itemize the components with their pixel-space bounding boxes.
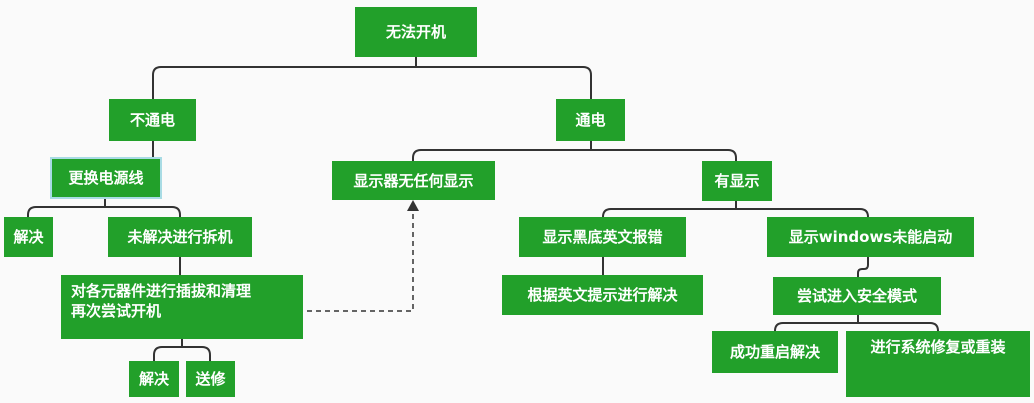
edge-power-on-branches <box>412 141 737 161</box>
node-safe-mode[interactable]: 尝试进入安全模式 <box>773 277 941 315</box>
edge-safe-mode-branches <box>774 315 939 332</box>
edge-clean-branches <box>153 339 211 361</box>
arrowhead-icon <box>407 200 419 211</box>
edge-root-branches <box>152 57 592 99</box>
node-solved-1[interactable]: 解决 <box>4 217 53 257</box>
node-windows-fail[interactable]: 显示windows未能启动 <box>767 217 974 257</box>
node-no-display[interactable]: 显示器无任何显示 <box>332 161 495 200</box>
node-root[interactable]: 无法开机 <box>355 7 477 57</box>
node-black-screen[interactable]: 显示黑底英文报错 <box>519 217 686 257</box>
node-repair-reinstall[interactable]: 进行系统修复或重装 <box>846 331 1030 397</box>
edge-replace-cable-branches <box>27 199 181 217</box>
node-has-display[interactable]: 有显示 <box>702 161 772 201</box>
node-english-solve[interactable]: 根据英文提示进行解决 <box>502 275 703 315</box>
node-repair-shop[interactable]: 送修 <box>186 361 235 397</box>
node-clean-retry-line1: 对各元器件进行插拔和清理 <box>71 282 252 300</box>
node-solved-2[interactable]: 解决 <box>129 361 179 397</box>
node-no-power[interactable]: 不通电 <box>109 99 196 141</box>
node-replace-cable[interactable]: 更换电源线 <box>50 157 162 199</box>
node-restart-solved[interactable]: 成功重启解决 <box>712 331 838 373</box>
edge-clean-no-display-dashed <box>280 206 414 312</box>
edge-windows-fail-safe-mode <box>857 257 869 277</box>
edge-has-display-branches <box>602 201 869 218</box>
node-clean-retry[interactable]: 对各元器件进行插拔和清理 再次尝试开机 <box>61 275 303 339</box>
node-clean-retry-line2: 再次尝试开机 <box>71 302 162 320</box>
node-disassemble[interactable]: 未解决进行拆机 <box>108 217 252 257</box>
node-power-on[interactable]: 通电 <box>556 99 625 141</box>
